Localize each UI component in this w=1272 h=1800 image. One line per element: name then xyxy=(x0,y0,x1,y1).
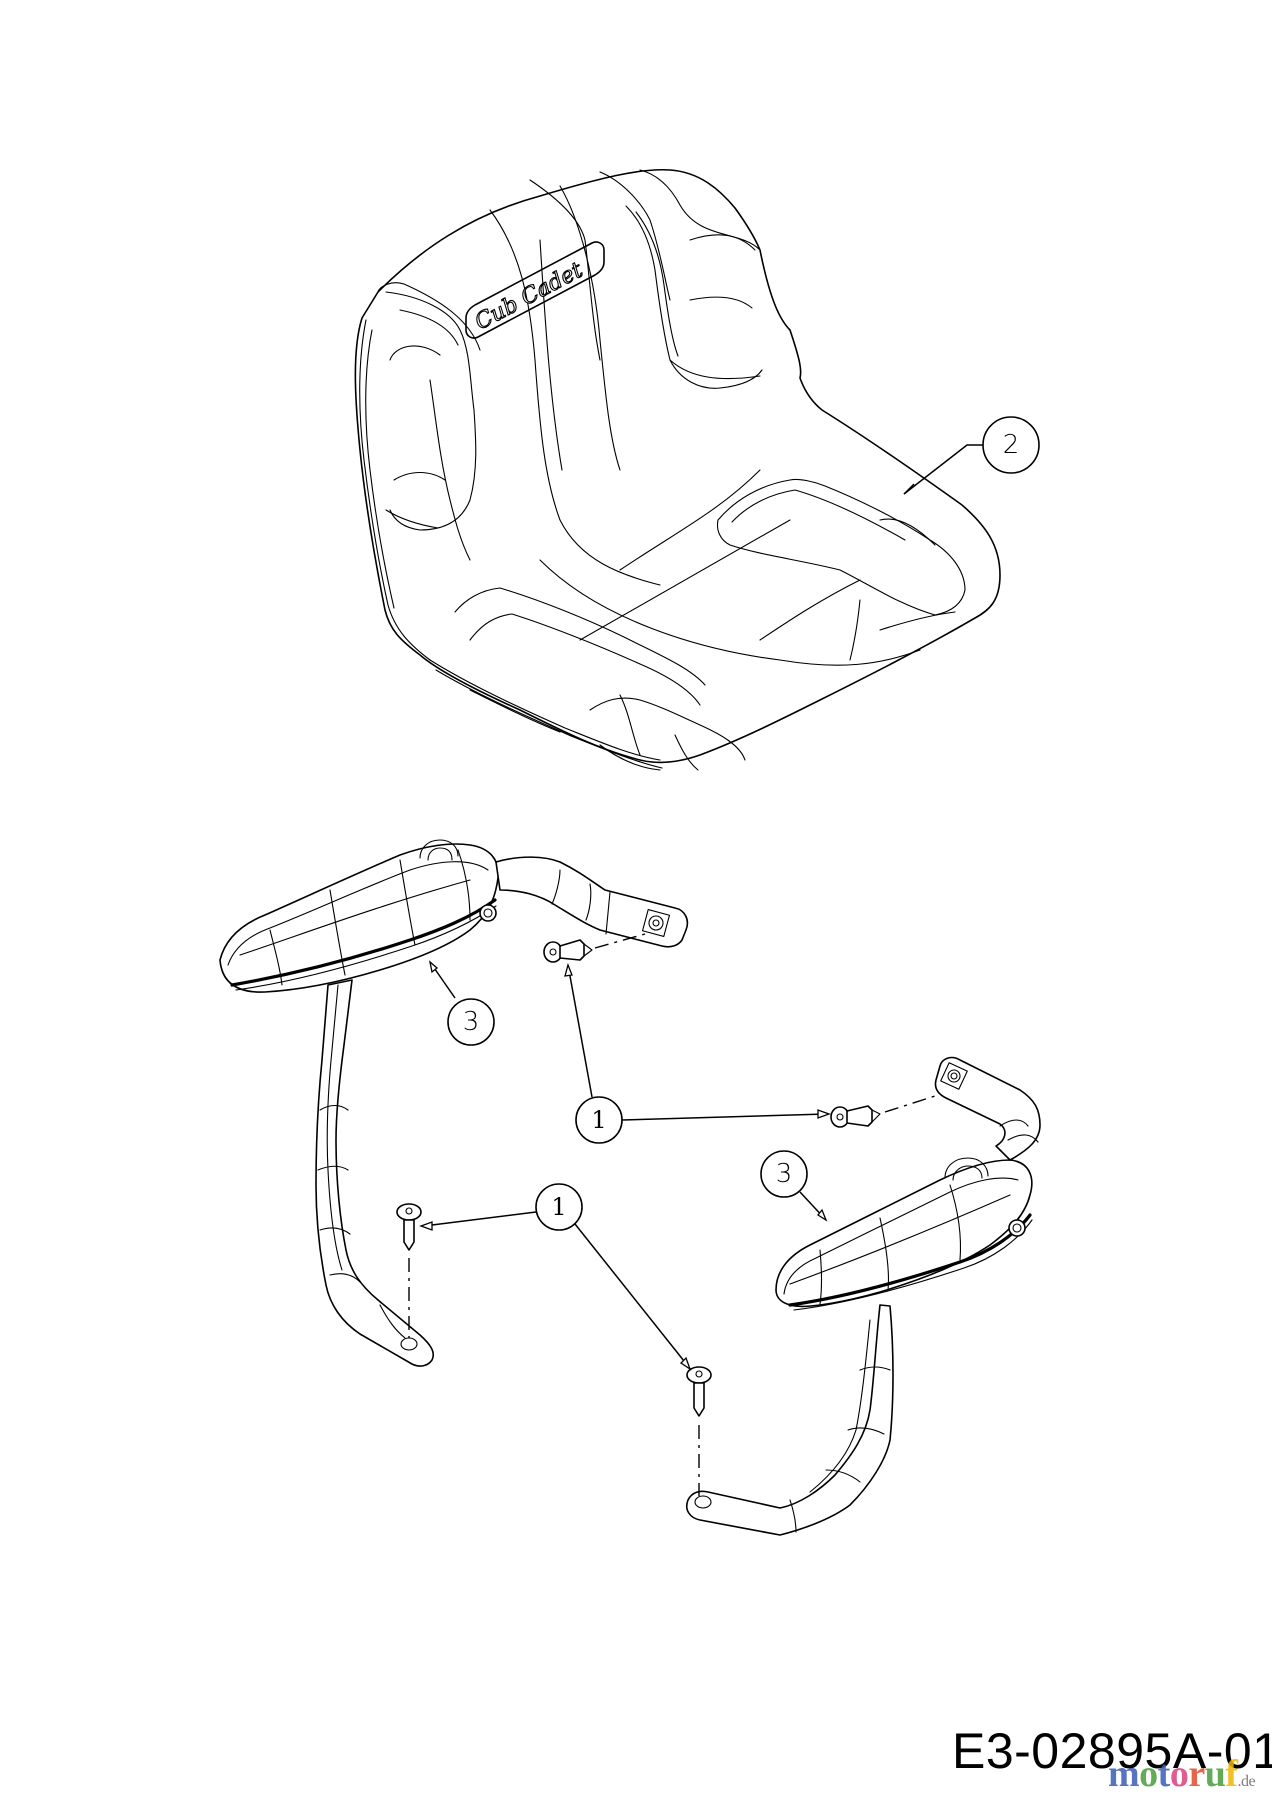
svg-text:3: 3 xyxy=(463,1007,480,1037)
watermark-letter: o xyxy=(1169,1753,1189,1795)
svg-text:2: 2 xyxy=(1003,430,1020,460)
seat-logo-text: Cub Cadet xyxy=(471,258,587,336)
screw-lower-left[interactable] xyxy=(396,1203,422,1338)
screw-lower-right[interactable] xyxy=(686,1366,712,1496)
svg-text:1: 1 xyxy=(591,1106,606,1134)
screw-upper-right[interactable] xyxy=(830,1095,936,1128)
callout-1-lower[interactable]: 1 xyxy=(419,1183,692,1371)
callout-1-upper[interactable]: 1 xyxy=(564,962,831,1144)
callout-3-right-armrest[interactable]: 3 xyxy=(760,1150,828,1222)
watermark-suffix: .de xyxy=(1237,1773,1256,1790)
callout-2-seat[interactable]: 2 xyxy=(903,416,1040,495)
svg-text:1: 1 xyxy=(551,1193,566,1221)
watermark-letter: o xyxy=(1139,1753,1158,1795)
watermark-letter: f xyxy=(1225,1753,1238,1795)
armrest-left[interactable] xyxy=(219,839,689,1367)
watermark-letter: u xyxy=(1204,1753,1226,1795)
callout-3-left-armrest[interactable]: 3 xyxy=(428,960,495,1046)
seat-logo-badge: Cub Cadet xyxy=(465,241,605,339)
seat[interactable]: Cub Cadet xyxy=(354,168,1001,771)
screw-upper-left[interactable] xyxy=(543,933,646,963)
svg-text:3: 3 xyxy=(776,1159,793,1189)
armrest-right[interactable] xyxy=(685,1056,1041,1536)
watermark-logo: motoruf.de xyxy=(1108,1752,1256,1796)
watermark-letter: t xyxy=(1157,1753,1171,1795)
drawing-code-label: E3-02895A-01 xyxy=(952,1723,1272,1779)
watermark-letter: m xyxy=(1108,1753,1140,1795)
watermark-letter: r xyxy=(1188,1753,1205,1795)
